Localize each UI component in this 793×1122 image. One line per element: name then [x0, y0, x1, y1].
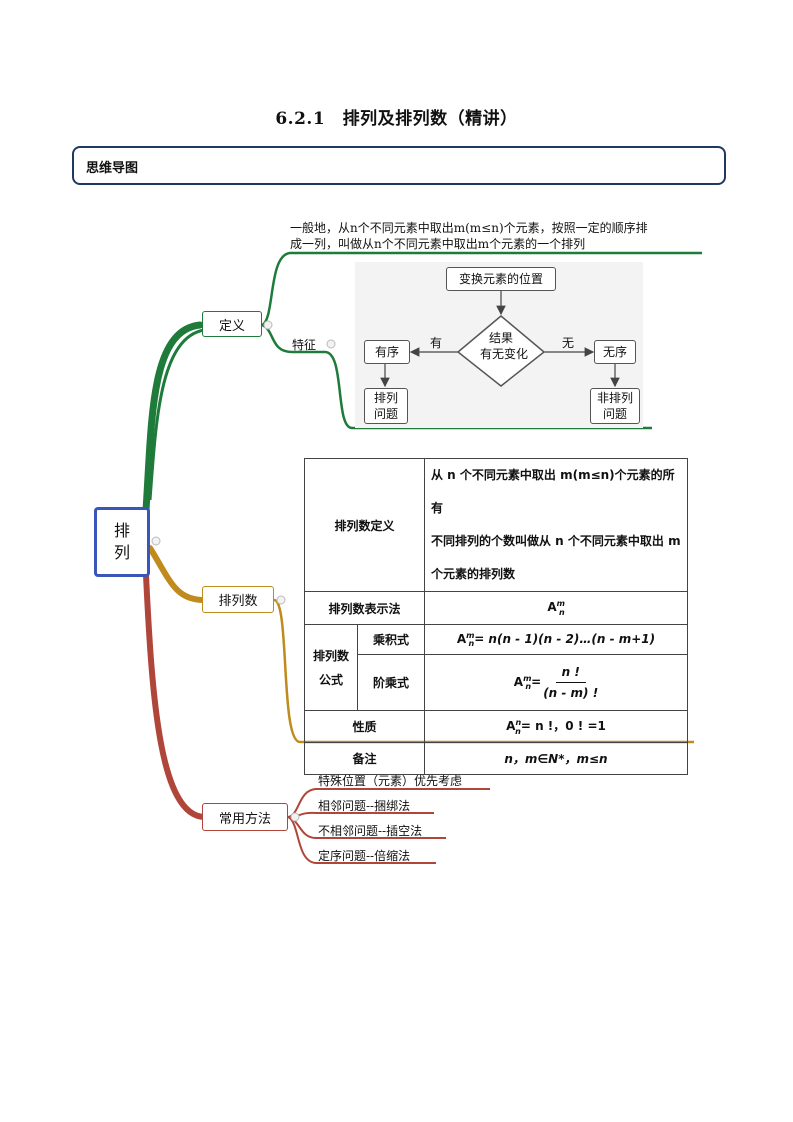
cell-property: Ann= n !，0 ! =1: [424, 710, 688, 743]
root-knot: [151, 536, 161, 546]
feature-to-line-curve: [324, 350, 652, 430]
cell-def-label: 排列数定义: [304, 458, 425, 592]
cell-product-label: 乘积式: [357, 624, 425, 655]
node-count: 排列数: [202, 586, 274, 613]
notation-symbol: A: [547, 600, 557, 615]
decision-diamond: [456, 315, 546, 387]
flow-top-label: 变换元素的位置: [458, 272, 543, 286]
cell-factorial-label: 阶乘式: [357, 654, 425, 711]
def-text-line1: 从 n 个不同元素中取出 m(m≤n)个元素的所有: [431, 468, 675, 515]
definition-text-line2: 成一列，叫做从n个不同元素中取出m个元素的一个排列: [290, 237, 586, 251]
flow-top-box: 变换元素的位置: [446, 267, 556, 291]
formula-label-line1: 排列数: [312, 648, 349, 663]
definition-to-text-curve: [261, 251, 702, 327]
flow-nonpermutation-line2: 问题: [602, 407, 627, 421]
node-definition-label: 定义: [218, 318, 245, 334]
definition-text-line1: 一般地，从n个不同元素中取出m(m≤n)个元素，按照一定的顺序排: [290, 221, 648, 235]
method-item-1: 特殊位置（元素）优先考虑: [318, 774, 463, 788]
methods-to-item4: [287, 816, 436, 864]
branch-definition-curve: [142, 321, 204, 514]
methods-knot: [290, 812, 300, 822]
factorial-denominator: (n - m) !: [543, 686, 599, 700]
definition-knot: [263, 320, 273, 330]
flow-permutation-line2: 问题: [373, 407, 398, 421]
def-text-line2: 不同排列的个数叫做从 n 个不同元素中取出 m: [431, 534, 681, 548]
cell-def-text: 从 n 个不同元素中取出 m(m≤n)个元素的所有 不同排列的个数叫做从 n 个…: [424, 458, 688, 592]
section-label: 思维导图: [86, 161, 139, 176]
property-formula: = n !，0 ! =1: [520, 719, 606, 734]
count-knot: [276, 595, 286, 605]
method-item-3: 不相邻问题--插空法: [318, 824, 423, 838]
flow-nonpermutation-line1: 非排列: [596, 391, 633, 405]
cell-notation: Amn: [424, 591, 688, 625]
page-title: 6.2.1 排列及排列数（精讲）: [275, 109, 518, 129]
flow-permutation-box: 排列 问题: [364, 388, 408, 424]
feature-knot: [326, 339, 336, 349]
cell-formula-label: 排列数 公式: [304, 624, 358, 711]
branch-definition-curve-thin: [148, 328, 205, 501]
section-header-box: [72, 146, 726, 185]
branch-methods-curve: [143, 572, 207, 820]
count-to-line-curve: [273, 598, 694, 744]
node-methods-label: 常用方法: [218, 811, 271, 827]
factorial-numerator: n !: [555, 662, 586, 683]
flow-nonpermutation-box: 非排列 问题: [590, 388, 640, 424]
flow-decision-line1: 结果: [488, 331, 513, 345]
method-item-4: 定序问题--倍缩法: [318, 849, 411, 863]
flow-unordered-box: 无序: [594, 340, 636, 364]
branch-count-curve: [147, 545, 207, 603]
product-formula: = n(n - 1)(n - 2)…(n - m+1): [474, 631, 656, 646]
cell-notation-label: 排列数表示法: [304, 591, 425, 625]
flow-ordered-label: 有序: [374, 345, 399, 359]
method-item-2: 相邻问题--捆绑法: [318, 799, 411, 813]
flow-ordered-box: 有序: [364, 340, 410, 364]
root-label-line2: 列: [113, 543, 130, 562]
feature-label: 特征: [292, 338, 317, 352]
cell-product-formula: Amn= n(n - 1)(n - 2)…(n - m+1): [424, 624, 688, 655]
cell-property-label: 性质: [304, 710, 425, 743]
permutation-table: 排列数定义 从 n 个不同元素中取出 m(m≤n)个元素的所有 不同排列的个数叫…: [304, 458, 688, 775]
def-text-line3: 个元素的排列数: [431, 567, 516, 581]
formula-label-line2: 公式: [318, 672, 343, 687]
cell-factorial-formula: Amn= n ! (n - m) !: [424, 654, 688, 711]
flow-permutation-line1: 排列: [373, 391, 398, 405]
root-node: 排 列: [94, 507, 150, 577]
flow-decision-text: 结果 有无变化: [480, 330, 529, 362]
flow-no-label: 无: [562, 336, 575, 350]
node-count-label: 排列数: [218, 594, 258, 609]
flow-unordered-label: 无序: [602, 345, 627, 359]
node-definition: 定义: [202, 311, 262, 337]
cell-note: n，m∈N*，m≤n: [424, 742, 688, 775]
flow-decision-line2: 有无变化: [480, 347, 529, 361]
root-label-line1: 排: [113, 521, 130, 540]
cell-note-label: 备注: [304, 742, 425, 775]
flow-yes-label: 有: [430, 336, 443, 350]
node-methods: 常用方法: [202, 803, 288, 831]
